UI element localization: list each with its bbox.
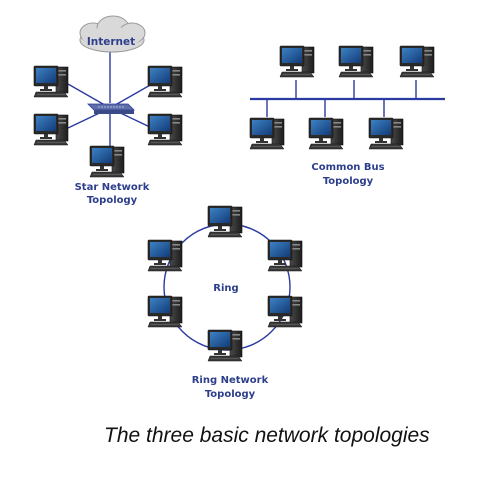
computer-icon — [207, 205, 243, 238]
computer-icon — [399, 45, 435, 78]
internet-label: Internet — [87, 36, 135, 48]
star-label-line1: Star Network — [75, 182, 150, 193]
computer-icon — [89, 145, 125, 178]
ring-topology: Ring Ring Network Topology — [147, 205, 303, 400]
computer-icon — [207, 329, 243, 362]
computer-icon — [368, 117, 404, 150]
computer-icon — [33, 113, 69, 146]
computer-icon — [338, 45, 374, 78]
ring-label-line2: Topology — [205, 389, 256, 400]
ring-label-line1: Ring Network — [192, 375, 269, 386]
computer-icon — [147, 239, 183, 272]
cloud-icon — [79, 15, 146, 53]
bus-drops — [266, 80, 417, 117]
bus-topology: Common Bus Topology — [249, 45, 445, 187]
computer-icon — [267, 295, 303, 328]
bus-label-line2: Topology — [323, 176, 374, 187]
bus-label-line1: Common Bus — [311, 162, 384, 173]
computer-icon — [308, 117, 344, 150]
star-links — [67, 52, 153, 148]
figure-caption: The three basic network topologies — [104, 424, 430, 447]
computer-icon — [279, 45, 315, 78]
switch-icon — [87, 103, 135, 114]
computer-icon — [147, 65, 183, 98]
computer-icon — [147, 295, 183, 328]
computer-icon — [249, 117, 285, 150]
star-topology: Internet Star Network Topology — [33, 15, 183, 206]
computer-icon — [267, 239, 303, 272]
star-label-line2: Topology — [87, 195, 138, 206]
computer-icon — [33, 65, 69, 98]
ring-center-label: Ring — [213, 283, 238, 294]
computer-icon — [147, 113, 183, 146]
